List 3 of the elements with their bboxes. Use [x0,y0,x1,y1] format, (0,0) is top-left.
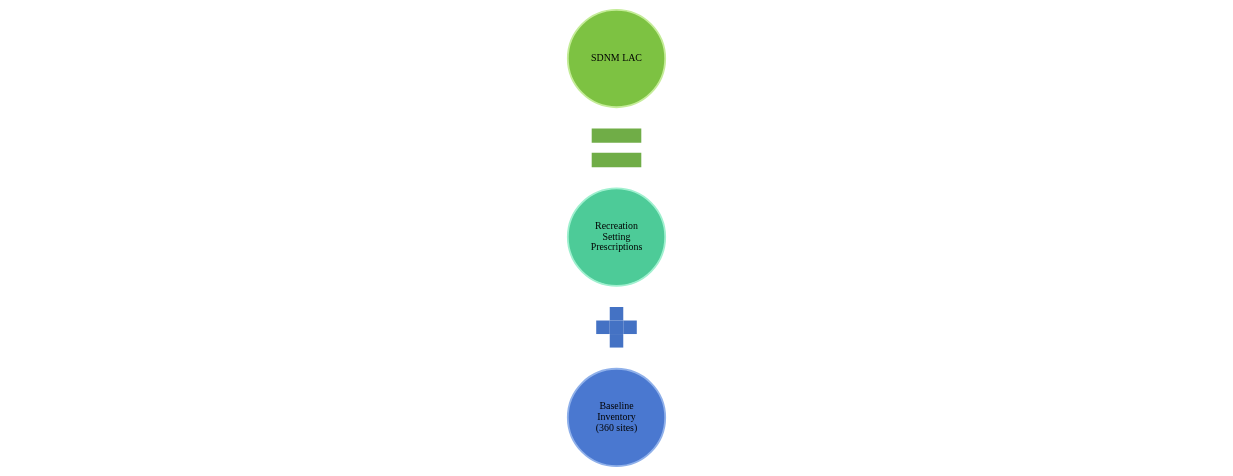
node-circle: Baseline Inventory (360 sites) [566,367,667,468]
node-circle: SDNM LAC [566,8,667,109]
node-circle: Recreation Setting Prescriptions [566,187,667,287]
